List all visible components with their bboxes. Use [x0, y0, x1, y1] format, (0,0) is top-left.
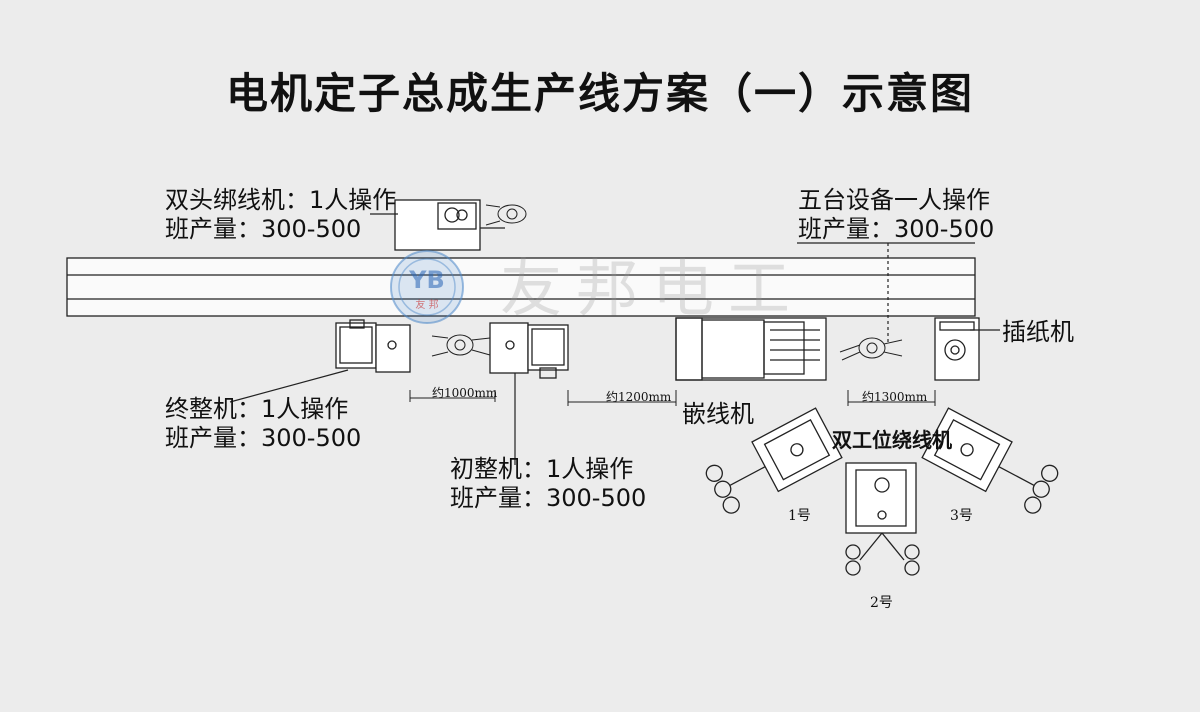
operator-final-shaping: [431, 334, 491, 357]
winding-unit-2: 2号: [870, 595, 893, 611]
paper-inserting-machine: [934, 317, 980, 381]
dim-line-1200: [567, 390, 677, 406]
binding-machine-label: 双头绑线机：1人操作 班产量：300-500: [165, 186, 396, 244]
five-equipment-label: 五台设备一人操作 班产量：300-500: [798, 186, 994, 244]
dimension-1200: 约1200mm: [606, 390, 672, 404]
final-shaping-output: 班产量：300-500: [165, 424, 362, 452]
initial-shaping-label: 初整机：1人操作 班产量：300-500: [450, 455, 646, 513]
five-equipment-output: 班产量：300-500: [798, 215, 995, 243]
watermark: 友邦电工: [500, 252, 805, 325]
company-logo: YB 友 邦: [388, 248, 466, 326]
paper-inserting-label: 插纸机: [1002, 318, 1074, 346]
dim-line-1300: [847, 390, 936, 406]
five-equipment-name: 五台设备一人操作: [798, 186, 990, 214]
operator-inserting: [839, 337, 903, 361]
conveyor-line: [66, 257, 976, 317]
final-shaping-name: 终整机：1人操作: [165, 395, 349, 423]
initial-shaping-name: 初整机：1人操作: [450, 455, 634, 483]
final-shaping-machine: [335, 319, 411, 373]
binding-machine: [394, 199, 505, 251]
logo-mark: YB: [408, 266, 445, 294]
winding-machine-2: [845, 462, 920, 576]
dim-line-1000: [409, 390, 496, 402]
winding-unit-3: 3号: [950, 508, 973, 524]
dimension-1000: 约1000mm: [432, 386, 498, 400]
logo-text: 友 邦: [415, 298, 438, 311]
winding-machine-1: [705, 407, 843, 514]
leader-final-shaping: [229, 369, 349, 403]
operator-binding: [485, 204, 527, 226]
winding-machine-3: [921, 407, 1059, 514]
initial-shaping-output: 班产量：300-500: [450, 484, 647, 512]
binding-machine-name: 双头绑线机：1人操作: [165, 186, 397, 214]
initial-shaping-machine: [489, 322, 569, 379]
final-shaping-label: 终整机：1人操作 班产量：300-500: [165, 395, 361, 453]
winding-unit-1: 1号: [788, 508, 811, 524]
dimension-1300: 约1300mm: [862, 390, 928, 404]
inserting-machine: [675, 317, 827, 381]
inserting-machine-label: 嵌线机: [682, 400, 754, 428]
logo-icon: YB 友 邦: [390, 250, 464, 324]
binding-machine-output: 班产量：300-500: [165, 215, 362, 243]
winding-machine-label: 双工位绕线机: [832, 428, 952, 452]
page-title: 电机定子总成生产线方案（一）示意图: [225, 69, 974, 118]
